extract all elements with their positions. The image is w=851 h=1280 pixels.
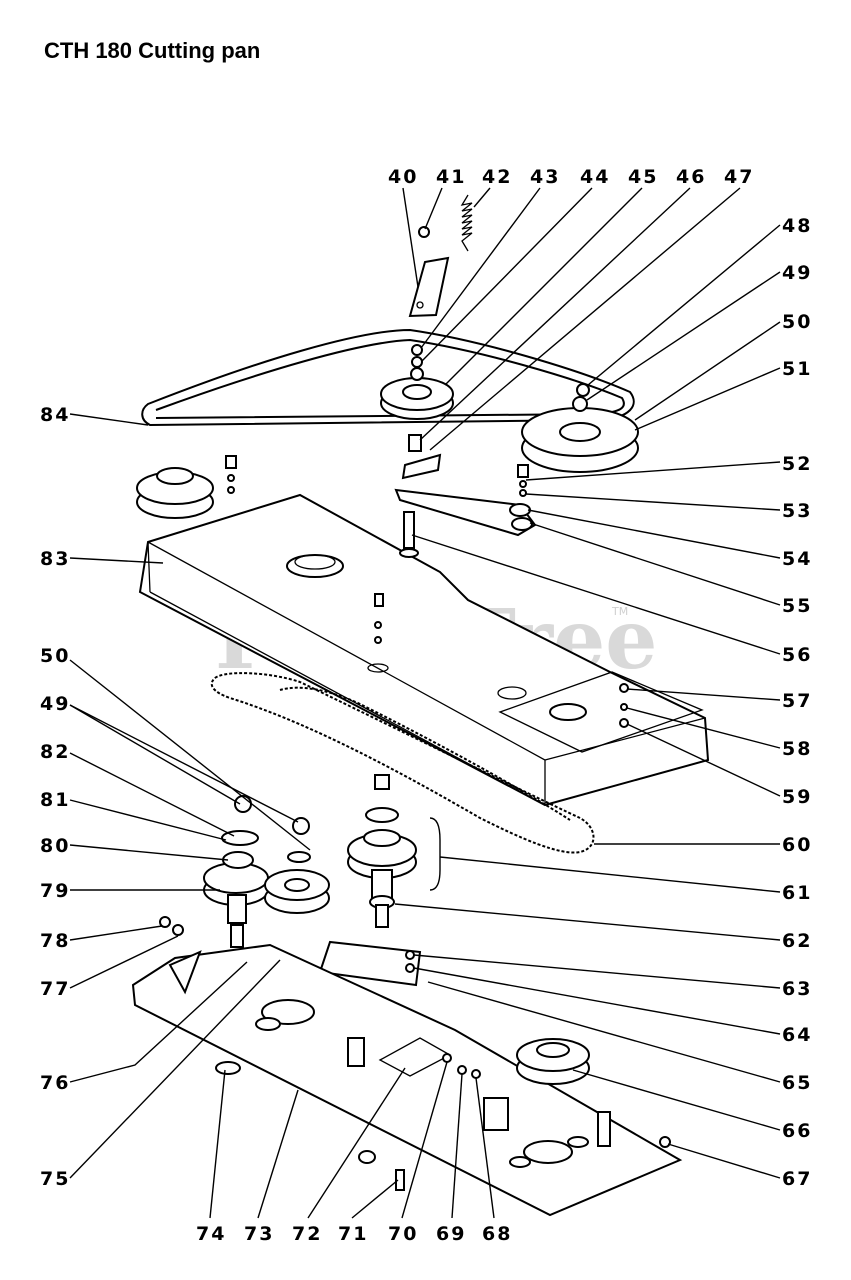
callout-44: 44 [580, 166, 610, 188]
idler-pulley [380, 344, 454, 420]
callout-68: 68 [482, 1223, 512, 1245]
callout-58: 58 [782, 738, 812, 760]
callout-84: 84 [40, 404, 70, 426]
nut-67 [659, 1136, 671, 1148]
trademark: TM [611, 605, 628, 618]
callout-66: 66 [782, 1120, 812, 1142]
left-spindle [203, 795, 330, 948]
callout-40: 40 [388, 166, 418, 188]
callout-67: 67 [782, 1168, 812, 1190]
callout-47: 47 [724, 166, 754, 188]
bracket-40 [408, 256, 450, 318]
leader-lines [69, 187, 781, 1219]
callout-78: 78 [40, 930, 70, 952]
timing-belt [210, 672, 595, 854]
v-belt-84 [141, 328, 635, 427]
callout-48: 48 [782, 215, 812, 237]
idler-bolt [408, 434, 422, 452]
drive-pulley [521, 383, 639, 473]
callout-80: 80 [40, 835, 70, 857]
callout-labels-right: 48 49 50 51 52 53 54 55 56 57 58 59 60 6… [782, 215, 812, 1190]
plate-63 [318, 940, 422, 987]
callout-63: 63 [782, 978, 812, 1000]
callout-43: 43 [530, 166, 560, 188]
callout-73: 73 [244, 1223, 274, 1245]
spring [460, 194, 473, 252]
callout-81: 81 [40, 789, 70, 811]
callout-79: 79 [40, 880, 70, 902]
callout-51: 51 [782, 358, 812, 380]
callout-49: 49 [782, 262, 812, 284]
callout-76: 76 [40, 1072, 70, 1094]
pulley-66 [516, 1038, 590, 1085]
cutting-pan-cover [138, 493, 710, 807]
nut-77 [172, 924, 184, 936]
callout-70: 70 [388, 1223, 418, 1245]
callout-45: 45 [628, 166, 658, 188]
callout-69: 69 [436, 1223, 466, 1245]
callout-82: 82 [40, 741, 70, 763]
callout-41: 41 [436, 166, 466, 188]
callout-49-left: 49 [40, 693, 70, 715]
callout-62: 62 [782, 930, 812, 952]
callout-71: 71 [338, 1223, 368, 1245]
callout-61: 61 [782, 882, 812, 904]
callout-72: 72 [292, 1223, 322, 1245]
cover-pulley [136, 455, 237, 519]
callout-59: 59 [782, 786, 812, 808]
callout-56: 56 [782, 644, 812, 666]
callout-54: 54 [782, 548, 812, 570]
idler-arm [401, 453, 442, 480]
callout-74: 74 [196, 1223, 226, 1245]
callout-75: 75 [40, 1168, 70, 1190]
callout-57: 57 [782, 690, 812, 712]
callout-52: 52 [782, 453, 812, 475]
callout-53: 53 [782, 500, 812, 522]
callout-46: 46 [676, 166, 706, 188]
callout-65: 65 [782, 1072, 812, 1094]
callout-labels-left: 84 83 50 49 82 81 80 79 78 77 76 75 [40, 404, 70, 1190]
callout-77: 77 [40, 978, 70, 1000]
callout-labels-bottom: 74 73 72 71 70 69 68 [196, 1223, 512, 1245]
callout-60: 60 [782, 834, 812, 856]
callout-50: 50 [782, 311, 812, 333]
spindle-assembly [347, 774, 417, 928]
callout-50-left: 50 [40, 645, 70, 667]
callout-55: 55 [782, 595, 812, 617]
diagram-title: CTH 180 Cutting pan [44, 38, 261, 63]
callout-83: 83 [40, 548, 70, 570]
nut-41 [418, 226, 430, 238]
callout-64: 64 [782, 1024, 812, 1046]
callout-42: 42 [482, 166, 512, 188]
callout-labels-top: 40 41 42 43 44 45 46 47 [388, 166, 754, 188]
nut-78 [159, 916, 171, 928]
